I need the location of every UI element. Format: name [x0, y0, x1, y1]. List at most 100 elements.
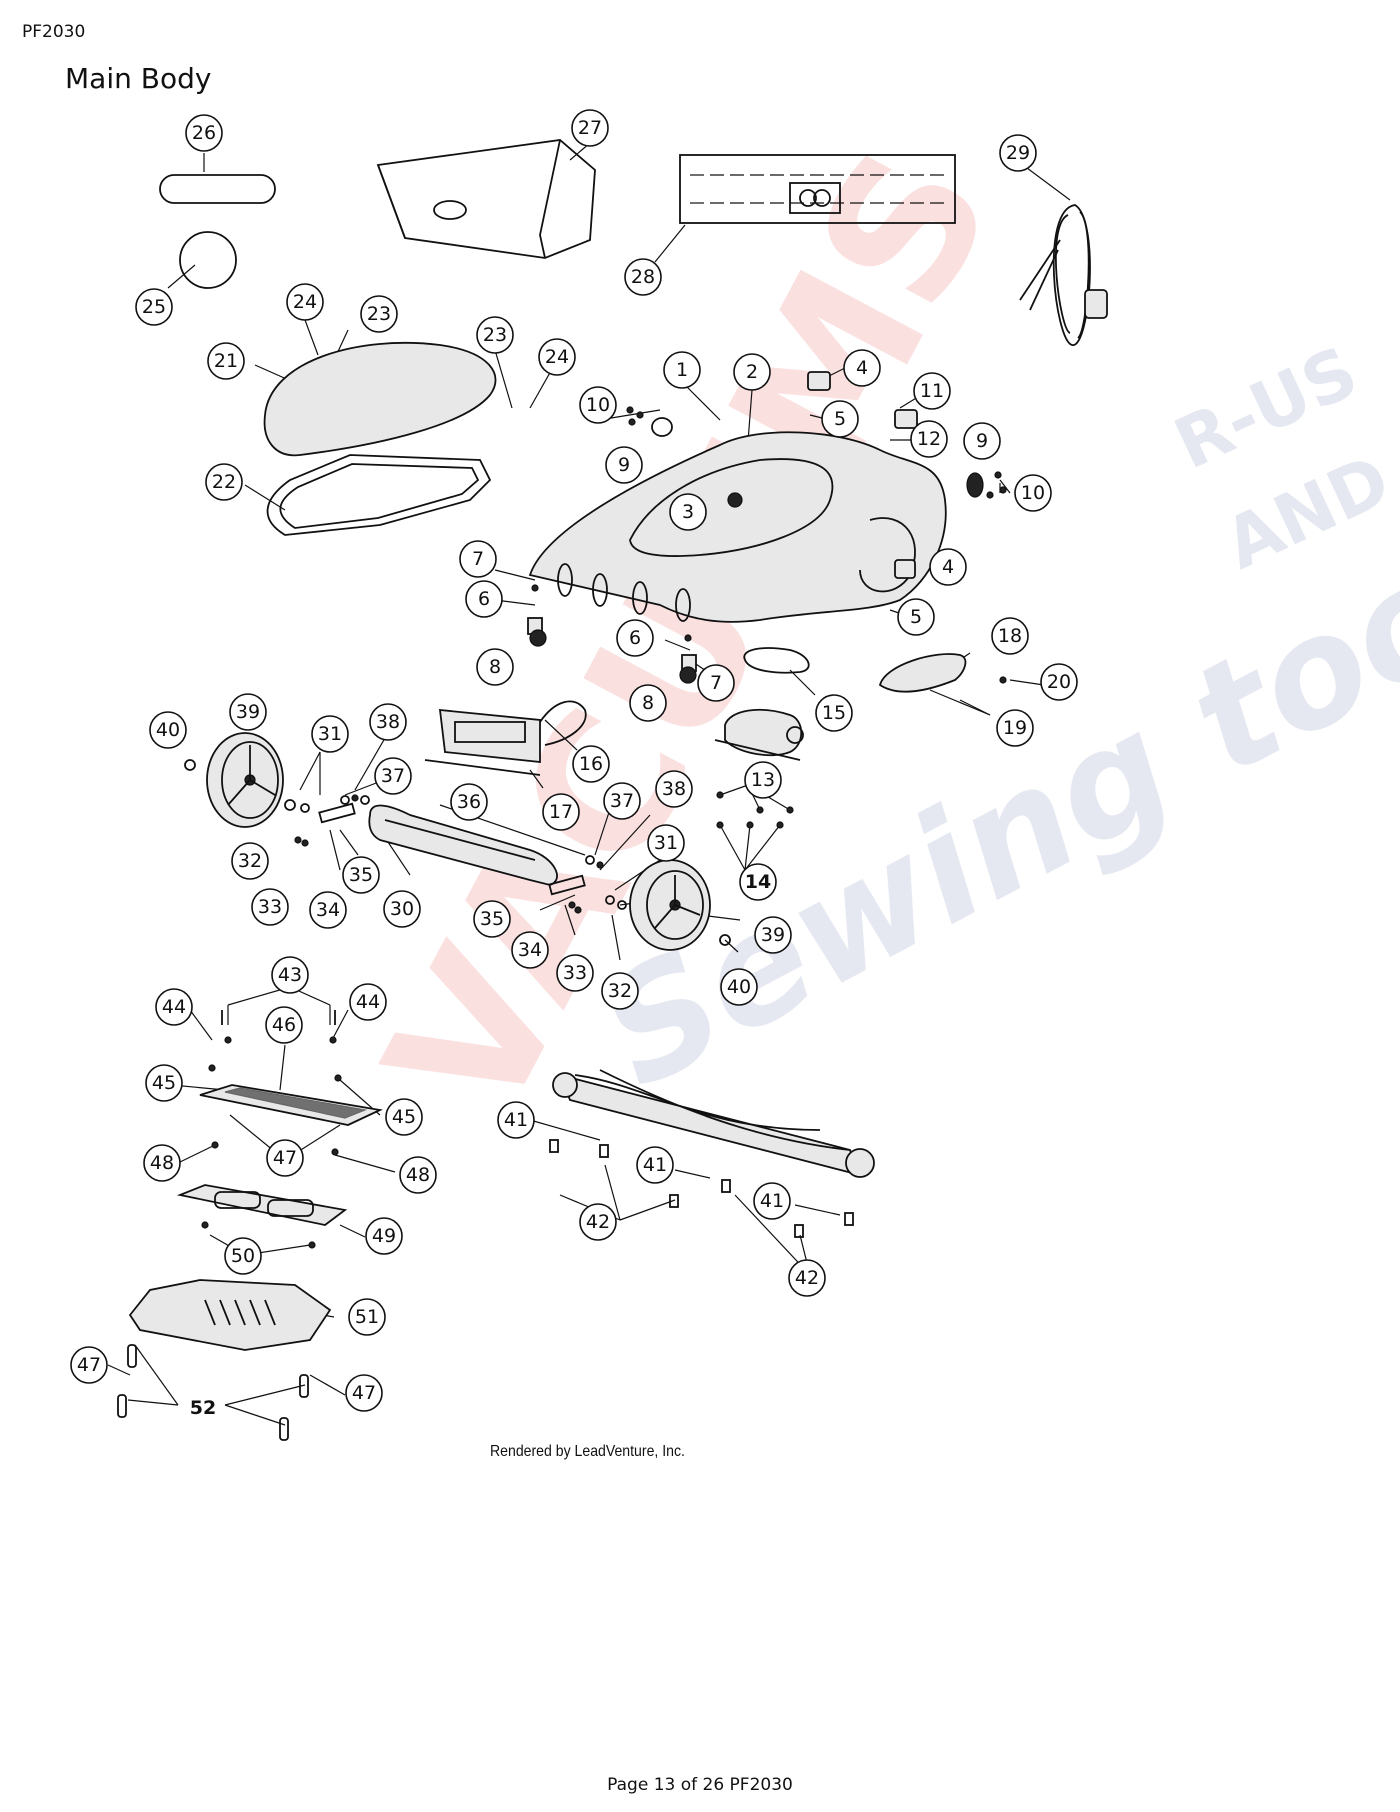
- part-2-switch: [727, 492, 743, 508]
- watermark: VACUUMS R-US AND Sewing tools: [345, 116, 1400, 1151]
- part-40-nut-left: [184, 759, 196, 771]
- callout-41a: 41: [497, 1101, 535, 1139]
- callout-8a: 8: [476, 648, 514, 686]
- part-20-screw: [999, 676, 1007, 684]
- svg-text:30: 30: [390, 898, 414, 920]
- svg-text:39: 39: [761, 924, 785, 946]
- callout-32b: 32: [601, 972, 639, 1010]
- callout-22: 22: [205, 463, 243, 501]
- svg-text:4: 4: [856, 357, 868, 379]
- svg-text:40: 40: [727, 976, 751, 998]
- callout-27: 27: [571, 109, 609, 147]
- svg-text:2: 2: [746, 361, 758, 383]
- callout-42a: 42: [579, 1203, 617, 1241]
- callout-2: 2: [733, 353, 771, 391]
- svg-text:9: 9: [976, 430, 988, 452]
- part-22-gasket: [266, 454, 492, 536]
- part-41-42-fasteners: [549, 1139, 854, 1238]
- svg-text:28: 28: [631, 266, 655, 288]
- page-footer: Page 13 of 26 PF2030: [607, 1775, 793, 1795]
- svg-text:45: 45: [152, 1072, 176, 1094]
- callout-28: 28: [624, 258, 662, 296]
- callout-1: 1: [663, 351, 701, 389]
- svg-text:42: 42: [586, 1211, 610, 1233]
- svg-text:42: 42: [795, 1267, 819, 1289]
- callout-32a: 32: [231, 842, 269, 880]
- svg-text:38: 38: [376, 711, 400, 733]
- svg-text:7: 7: [710, 672, 722, 694]
- callout-15: 15: [815, 694, 853, 732]
- svg-text:50: 50: [231, 1245, 255, 1267]
- part-35-link-right: [548, 874, 586, 896]
- part-44-45-48-hardware: [208, 1010, 342, 1156]
- svg-text:8: 8: [642, 692, 654, 714]
- svg-text:31: 31: [318, 723, 342, 745]
- part-49-base-plate: [176, 1184, 348, 1226]
- callout-38a: 38: [369, 703, 407, 741]
- callouts: 1 2 3 4 4 5 5 6 6 7 7 8 8 9 9 10 10 11 1…: [70, 109, 1078, 1419]
- callout-24a: 24: [286, 283, 324, 321]
- callout-34a: 34: [309, 891, 347, 929]
- svg-text:41: 41: [760, 1190, 784, 1212]
- callout-45b: 45: [385, 1098, 423, 1136]
- svg-text:34: 34: [316, 899, 340, 921]
- svg-text:10: 10: [586, 394, 610, 416]
- callout-37b: 37: [603, 782, 641, 820]
- svg-text:40: 40: [156, 719, 180, 741]
- part-9-cap-left: [651, 417, 673, 437]
- svg-text:47: 47: [77, 1354, 101, 1376]
- svg-text:43: 43: [278, 964, 302, 986]
- part-9-cap-right: [966, 472, 984, 498]
- callout-31b: 31: [647, 824, 685, 862]
- callout-41c: 41: [753, 1182, 791, 1220]
- part-8-caster-right: [679, 634, 697, 684]
- svg-text:6: 6: [478, 588, 490, 610]
- part-4-strain-relief: [807, 371, 918, 579]
- part-50-screw-right: [308, 1241, 316, 1249]
- callout-4b: 4: [929, 548, 967, 586]
- callout-6b: 6: [616, 619, 654, 657]
- part-29-power-cord: [1019, 204, 1108, 346]
- part-13-14-hardware: [716, 791, 794, 829]
- svg-text:17: 17: [549, 801, 573, 823]
- svg-text:35: 35: [480, 908, 504, 930]
- part-39-wheel-left: [206, 732, 284, 828]
- callout-52: 52: [190, 1397, 216, 1419]
- part-39-wheel-right: [629, 859, 711, 951]
- svg-text:4: 4: [942, 556, 954, 578]
- svg-text:23: 23: [483, 324, 507, 346]
- callout-35a: 35: [342, 856, 380, 894]
- callout-45a: 45: [145, 1064, 183, 1102]
- svg-text:21: 21: [214, 350, 238, 372]
- svg-text:7: 7: [472, 548, 484, 570]
- callout-7b: 7: [697, 664, 735, 702]
- callout-26: 26: [185, 114, 223, 152]
- callout-7a: 7: [459, 540, 497, 578]
- callout-5b: 5: [897, 598, 935, 636]
- callout-25: 25: [135, 288, 173, 326]
- callout-29: 29: [999, 134, 1037, 172]
- callout-42c: 42: [796, 1267, 820, 1289]
- part-axle-hardware: [284, 794, 627, 914]
- callout-5a: 5: [821, 400, 859, 438]
- svg-text:37: 37: [610, 790, 634, 812]
- svg-text:39: 39: [236, 701, 260, 723]
- callout-49: 49: [365, 1217, 403, 1255]
- callout-10b: 10: [1014, 474, 1052, 512]
- callout-23a: 23: [360, 295, 398, 333]
- part-brush-roll-assembly: [552, 1069, 875, 1178]
- callout-35b: 35: [473, 900, 511, 938]
- callout-47c: 47: [345, 1374, 383, 1412]
- svg-text:45: 45: [392, 1106, 416, 1128]
- part-18-side-cover: [878, 653, 967, 693]
- svg-text:23: 23: [367, 303, 391, 325]
- callout-31a: 31: [311, 715, 349, 753]
- svg-text:51: 51: [355, 1306, 379, 1328]
- svg-text:12: 12: [917, 428, 941, 450]
- part-51-bottom-plate: [128, 1279, 332, 1351]
- callout-47b: 47: [70, 1346, 108, 1384]
- svg-text:25: 25: [142, 296, 166, 318]
- svg-text:29: 29: [1006, 142, 1030, 164]
- callout-44a: 44: [155, 988, 193, 1026]
